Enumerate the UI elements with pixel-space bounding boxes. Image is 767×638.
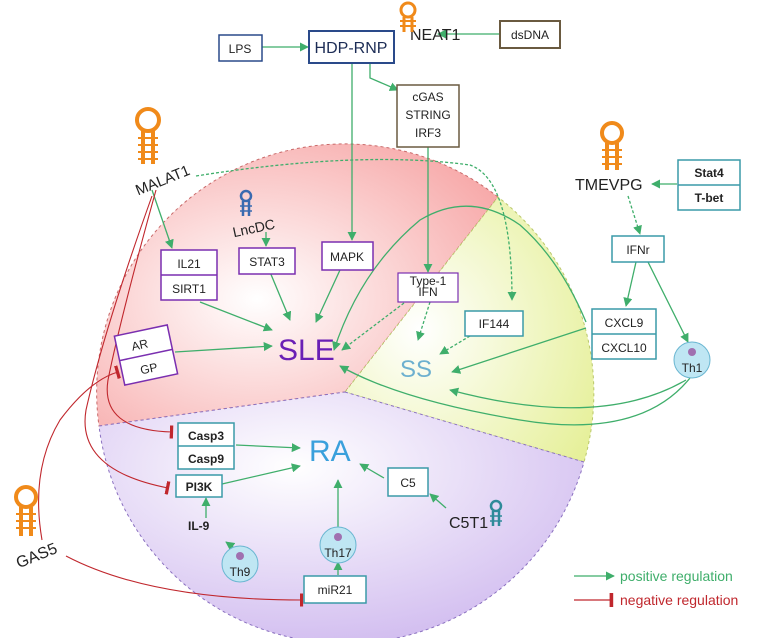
inhibit-gas5-ar [38, 365, 121, 541]
arrow-malat1-if144 [195, 158, 517, 301]
hdp-rnp-label: HDP-RNP [315, 40, 388, 57]
arrow-mapk-sle [315, 269, 341, 323]
arrow-hdp-cgas [369, 62, 399, 91]
arrow-cxcl9-sle [332, 205, 587, 351]
if144-box: IF144 [464, 310, 524, 337]
dsdna-box: dsDNA [499, 20, 561, 49]
casp9-label: Casp9 [188, 452, 224, 466]
dsdna-label: dsDNA [511, 28, 549, 42]
arrow-malat1-il21 [151, 189, 174, 249]
malat1-label: MALAT1 [133, 162, 192, 199]
arrow-if144-ss [439, 335, 471, 355]
th9-label: Th9 [230, 565, 251, 579]
inhibit-malat1-casp [106, 189, 174, 439]
arrow-stat3-sle [269, 271, 292, 321]
stat4-tbet-box: Stat4 T-bet [677, 159, 741, 211]
gas5-hairpin-icon [14, 485, 38, 536]
lps-box: LPS [218, 34, 263, 62]
type1-ifn-box: Type-1 IFN [397, 272, 459, 303]
gp-label: GP [139, 360, 159, 377]
disease-pie [96, 143, 595, 638]
neat1-hairpin-icon [399, 1, 417, 32]
arrow-th1-sle [339, 365, 691, 426]
arrow-th1-ss [449, 379, 687, 409]
string-label: STRING [405, 108, 450, 122]
if144-label: IF144 [479, 317, 510, 331]
negative-arrows [38, 189, 304, 607]
cgas-string-irf3-box: cGAS STRING IRF3 [396, 84, 460, 148]
sirt1-label: SIRT1 [172, 282, 206, 296]
arrow-type1-sle [341, 299, 409, 351]
arrow-c5t1-c5 [429, 493, 447, 509]
mir21-box: miR21 [303, 575, 367, 604]
casp-box: Casp3 Casp9 [177, 422, 235, 470]
il9-label: IL-9 [188, 519, 210, 533]
stat3-label: STAT3 [249, 255, 285, 269]
tmevpg-hairpin-icon [600, 121, 624, 170]
legend: positive regulation negative regulation [574, 568, 738, 608]
arrow-casp-ra [235, 443, 301, 453]
positive-arrows [151, 29, 691, 575]
ifn-label: IFN [418, 285, 437, 299]
lncdc-hairpin-icon [239, 189, 253, 216]
th9-cell: Th9 [221, 545, 259, 583]
arrow-il21-sle [199, 301, 273, 332]
malat1-hairpin-icon [135, 107, 161, 164]
arrow-ifnr-cxcl9 [623, 261, 637, 307]
ar-gp-box: AR GP [113, 324, 179, 386]
inhibit-malat1-pi3k [84, 195, 171, 495]
arrow-ifnr-th1 [647, 261, 689, 343]
inhibit-gas5-mir21 [65, 555, 304, 607]
cxcl9-label: CXCL9 [605, 316, 644, 330]
cxcl-box: CXCL9 CXCL10 [591, 308, 657, 360]
mapk-box: MAPK [321, 241, 374, 271]
irf3-label: IRF3 [415, 126, 441, 140]
c5-label: C5 [400, 476, 416, 490]
hdp-rnp-box: HDP-RNP [308, 30, 395, 64]
il21-label: IL21 [177, 257, 201, 271]
pi3k-label: PI3K [186, 480, 213, 494]
neat1-label: NEAT1 [410, 27, 460, 44]
c5t1-hairpin-icon [489, 499, 503, 526]
il21-sirt1-box: IL21 SIRT1 [160, 249, 218, 301]
arrow-type1-ss [416, 301, 431, 341]
ifnr-label: IFNr [626, 243, 649, 257]
casp3-label: Casp3 [188, 429, 224, 443]
pi3k-box: PI3K [175, 474, 223, 498]
type1-label: Type-1 [410, 274, 447, 288]
sle-label: SLE [278, 334, 335, 367]
th1-cell: Th1 [673, 341, 711, 379]
arrow-pi3k-ra [221, 463, 301, 485]
cxcl10-label: CXCL10 [601, 341, 647, 355]
legend-positive-label: positive regulation [620, 568, 733, 584]
arrow-cxcl9-ss [451, 327, 587, 374]
legend-negative-label: negative regulation [620, 592, 738, 608]
c5t1-label: C5T1 [449, 515, 488, 532]
stat3-box: STAT3 [238, 247, 296, 275]
arrow-ar-sle [174, 341, 273, 353]
gas5-label: GAS5 [14, 540, 60, 572]
c5-box: C5 [387, 467, 429, 497]
ss-label: SS [400, 356, 432, 383]
tbet-label: T-bet [695, 191, 724, 205]
arrow-c5-ra [359, 463, 385, 479]
mir21-label: miR21 [318, 583, 353, 597]
mapk-label: MAPK [330, 250, 364, 264]
ra-label: RA [309, 435, 351, 468]
lps-label: LPS [229, 42, 252, 56]
cgas-label: cGAS [412, 90, 443, 104]
th1-label: Th1 [682, 361, 703, 375]
ar-label: AR [130, 336, 150, 353]
arrow-tmevpg-ifnr [627, 195, 642, 235]
th17-cell: Th17 [319, 526, 357, 564]
tmevpg-label: TMEVPG [575, 177, 643, 194]
ifnr-box: IFNr [611, 235, 665, 263]
th17-label: Th17 [324, 546, 352, 560]
stat4-label: Stat4 [694, 166, 724, 180]
